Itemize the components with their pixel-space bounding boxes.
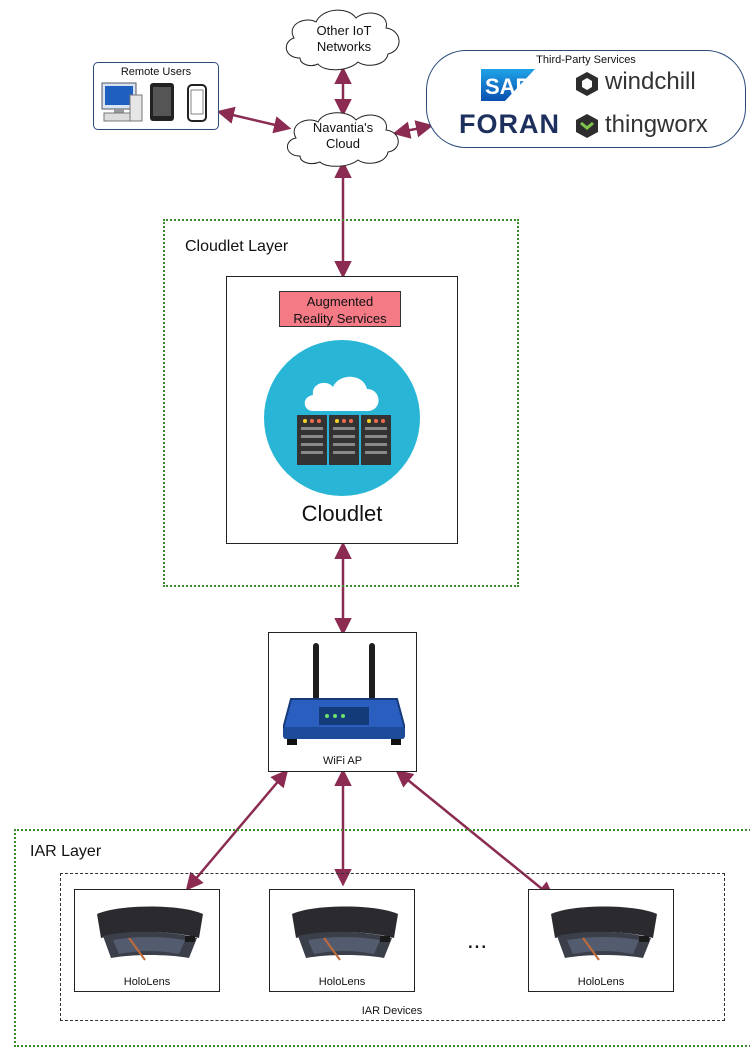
iar-devices-group <box>60 873 725 1021</box>
router-icon <box>283 643 405 745</box>
sap-logo: SAP <box>481 69 535 101</box>
cloudlet-layer-label: Cloudlet Layer <box>185 238 289 255</box>
iar-devices-label: IAR Devices <box>361 1005 423 1017</box>
windchill-icon <box>576 72 598 96</box>
link-remote-navantia <box>216 106 292 134</box>
hololens-icon <box>97 906 203 961</box>
other-iot-cloud <box>285 9 400 71</box>
hololens-card: HoloLens <box>74 889 220 992</box>
desktop-icon <box>101 82 143 122</box>
link-wifi-holo3 <box>395 769 555 900</box>
iar-layer-label: IAR Layer <box>30 843 102 860</box>
cloudlet-label: Cloudlet <box>301 501 383 526</box>
iar-layer <box>14 829 750 1047</box>
thingworx-icon <box>576 114 598 138</box>
windchill-label: windchill <box>605 68 696 95</box>
cloudlet-layer <box>163 219 519 587</box>
hololens-icon <box>551 906 657 961</box>
remote-users-label: Remote Users <box>120 66 192 78</box>
cloud-icon <box>304 376 379 411</box>
navantia-cloud <box>287 112 399 167</box>
hololens-card: HoloLens <box>528 889 674 992</box>
hololens-icon <box>292 906 398 961</box>
thingworx-label: thingworx <box>605 111 708 138</box>
devices-icon <box>101 82 207 122</box>
third-party-title: Third-Party Services <box>536 54 636 66</box>
hololens-card: HoloLens <box>269 889 415 992</box>
server-rack-icon <box>297 415 391 465</box>
foran-logo: FORAN <box>459 109 560 139</box>
navantia-label: Navantia's Cloud <box>312 120 374 151</box>
phone-icon <box>187 84 207 122</box>
more-devices-ellipsis: ... <box>467 927 488 954</box>
cloudlet-server-icon <box>264 340 420 496</box>
svg-text:SAP: SAP <box>485 74 530 99</box>
device-label: HoloLens <box>577 976 625 988</box>
device-label: HoloLens <box>123 976 171 988</box>
tablet-icon <box>150 83 174 121</box>
other-iot-label: Other IoT Networks <box>316 23 372 54</box>
wifi-label: WiFi AP <box>322 755 363 767</box>
cloudlet-box: Augmented Reality Services <box>226 276 458 544</box>
device-label: HoloLens <box>318 976 366 988</box>
ar-services-box: Augmented Reality Services <box>279 291 401 327</box>
wifi-ap-box: WiFi AP <box>268 632 417 772</box>
remote-users-box: Remote Users <box>93 62 219 130</box>
link-navantia-thirdparty <box>392 120 434 139</box>
third-party-box: Third-Party Services SAP windchill FORAN… <box>426 50 746 148</box>
